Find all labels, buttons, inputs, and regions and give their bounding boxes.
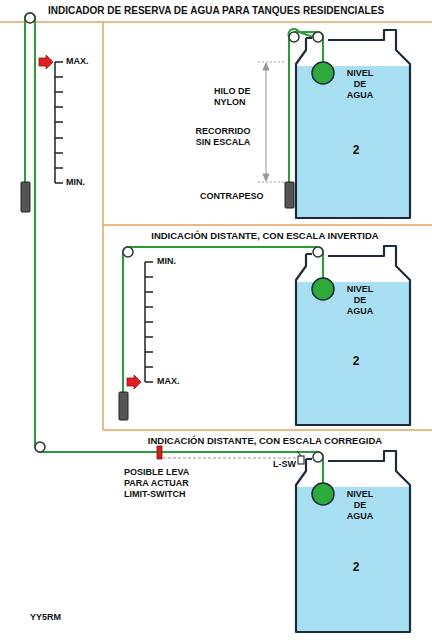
tank-outline <box>296 40 410 218</box>
callout-number: 2 <box>326 560 386 574</box>
panel-heading: INDICACIÓN DISTANTE, CON ESCALA CORREGID… <box>101 435 429 447</box>
tank-wall <box>296 30 410 218</box>
float <box>312 278 334 300</box>
callout-number: 2 <box>326 354 386 368</box>
scale-min: MIN. <box>66 177 100 188</box>
water <box>297 66 409 217</box>
cam <box>157 446 162 459</box>
tank-wall <box>296 246 410 425</box>
water-tank: NIVEL DE AGUA 2 <box>296 256 410 425</box>
tank-lip <box>306 458 312 460</box>
scale-min: MIN. <box>157 256 197 267</box>
author-mark: YY5RM <box>30 612 90 623</box>
panel-heading: INDICACIÓN DISTANTE, CON ESCALA INVERTID… <box>101 230 429 242</box>
float <box>312 62 334 84</box>
scale-max: MAX. <box>157 376 197 387</box>
water-level-label: NIVEL DE AGUA <box>340 68 380 101</box>
float <box>312 483 334 505</box>
scale <box>55 62 63 183</box>
tank-outline <box>296 256 410 425</box>
counterweight <box>21 182 294 420</box>
scale-max: MAX. <box>66 56 100 67</box>
water-tank: NIVEL DE AGUA 2 <box>296 461 410 632</box>
dimension-line <box>258 62 284 182</box>
panel-border <box>0 22 432 430</box>
counterweight-label: CONTRAPESO <box>200 191 280 202</box>
water-tank: NIVEL DE AGUA 2 <box>296 40 410 218</box>
title: INDICADOR DE RESERVA DE AGUA PARA TANQUE… <box>0 5 432 17</box>
indicator-arrow <box>39 55 141 389</box>
limit-switch <box>297 451 304 464</box>
tank-lip <box>306 253 312 255</box>
water-level-label: NIVEL DE AGUA <box>340 489 380 522</box>
switch-label: L-SW <box>270 459 296 470</box>
cam-label: POSIBLE LEVA PARA ACTUAR LIMIT-SWITCH <box>124 467 196 500</box>
travel-label: RECORRIDO SIN ESCALA <box>190 126 256 148</box>
water <box>297 487 409 631</box>
tank-wall <box>296 451 410 632</box>
nylon-thread <box>25 13 323 484</box>
thread-label: HILO DE NYLON <box>214 86 260 108</box>
water-level-label: NIVEL DE AGUA <box>340 284 380 317</box>
scale <box>145 262 153 382</box>
tank-outline <box>296 461 410 632</box>
tank-lip <box>306 37 312 39</box>
water <box>297 282 409 424</box>
callout-number: 2 <box>326 143 386 157</box>
actuation-path <box>163 458 297 459</box>
